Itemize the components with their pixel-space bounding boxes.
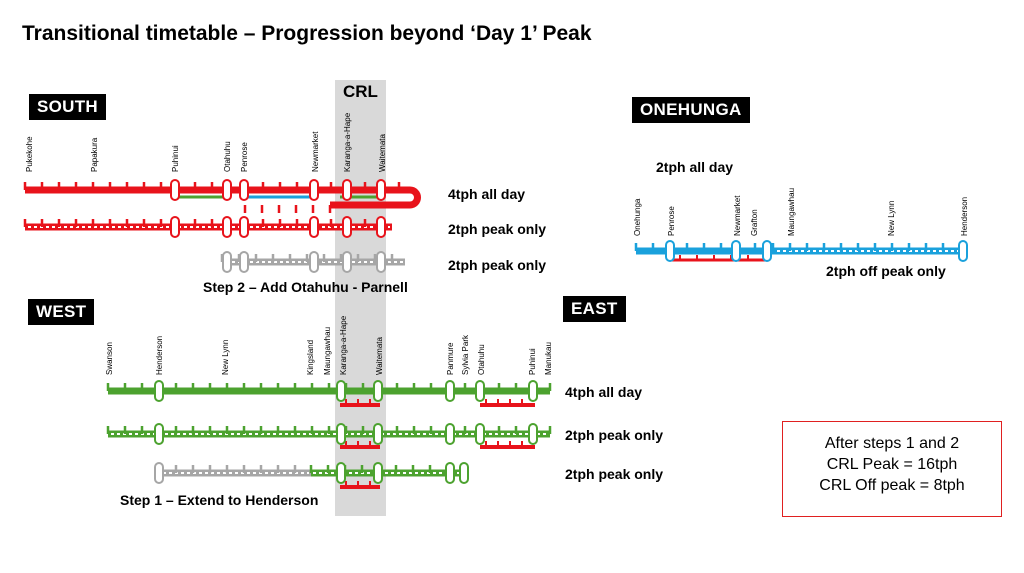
south-station-marker xyxy=(342,179,352,201)
west-station-marker xyxy=(336,380,346,402)
east-tag: EAST xyxy=(563,296,626,322)
west-station-marker xyxy=(528,380,538,402)
south-station-marker xyxy=(342,216,352,238)
south-station-marker xyxy=(309,179,319,201)
south-station-marker xyxy=(170,216,180,238)
west-4tph-label: 4tph all day xyxy=(565,384,643,400)
west-2tph-label: 2tph peak only xyxy=(565,427,664,443)
south-station-marker xyxy=(222,216,232,238)
onehunga-station-label: New Lynn xyxy=(887,200,896,236)
onehunga-station-marker xyxy=(665,240,675,262)
onehunga-station-marker xyxy=(958,240,968,262)
onehunga-all-day-label: 2tph all day xyxy=(656,159,734,175)
south-station-marker xyxy=(170,179,180,201)
south-tag: SOUTH xyxy=(29,94,106,120)
onehunga-station-label: Grafton xyxy=(750,209,759,236)
west-station-marker xyxy=(445,380,455,402)
south-station-label: Puhinui xyxy=(171,145,180,172)
onehunga-tag: ONEHUNGA xyxy=(632,97,750,123)
south-station-marker xyxy=(376,179,386,201)
south-station-marker xyxy=(222,251,232,273)
west-station-label: Kingsland xyxy=(306,339,315,375)
south-station-label: Otahuhu xyxy=(223,141,232,172)
south-station-label: Newmarket xyxy=(311,131,320,172)
step2-label: Step 2 – Add Otahuhu - Parnell xyxy=(203,279,408,295)
east-station-label: Panmure xyxy=(446,342,455,375)
onehunga-station-marker xyxy=(762,240,772,262)
south-station-marker xyxy=(239,179,249,201)
west-station-marker xyxy=(336,462,346,484)
south-station-label: Waitemata xyxy=(378,134,387,172)
west-station-marker xyxy=(373,423,383,445)
summary-line: After steps 1 and 2 xyxy=(824,435,960,452)
east-station-label: Sylvia Park xyxy=(461,334,470,375)
west-station-marker xyxy=(445,462,455,484)
onehunga-station-label: Onehunga xyxy=(633,198,642,236)
south-step2-2tph-label: 2tph peak only xyxy=(448,257,547,273)
west-station-marker xyxy=(336,423,346,445)
west-station-marker xyxy=(373,380,383,402)
summary-box: After steps 1 and 2 CRL Peak = 16tph CRL… xyxy=(782,421,1002,517)
onehunga-off-peak-label: 2tph off peak only xyxy=(826,263,946,279)
west-station-marker xyxy=(475,380,485,402)
south-loop-line xyxy=(330,186,421,209)
south-station-marker xyxy=(376,251,386,273)
west-station-label: Waitemata xyxy=(375,337,384,375)
west-station-marker xyxy=(528,423,538,445)
onehunga-station-label: Henderson xyxy=(960,196,969,236)
west-station-marker xyxy=(373,462,383,484)
south-station-marker xyxy=(239,251,249,273)
west-station-label: Henderson xyxy=(155,335,164,375)
west-step1-2tph-label: 2tph peak only xyxy=(565,466,664,482)
south-station-label: Penrose xyxy=(240,142,249,172)
south-station-marker xyxy=(222,179,232,201)
east-station-label: Puhinui xyxy=(528,348,537,375)
onehunga-station-label: Maungawhau xyxy=(787,187,796,236)
west-station-marker xyxy=(154,462,164,484)
west-station-marker xyxy=(445,423,455,445)
west-station-marker xyxy=(154,423,164,445)
south-2tph-label: 2tph peak only xyxy=(448,221,547,237)
west-station-label: New Lynn xyxy=(221,339,230,375)
crl-label: CRL xyxy=(343,82,378,101)
west-station-marker xyxy=(154,380,164,402)
west-station-label: Swanson xyxy=(105,342,114,375)
east-station-label: Otahuhu xyxy=(477,344,486,375)
west-station-label: Maungawhau xyxy=(323,326,332,375)
west-tag: WEST xyxy=(28,299,95,325)
onehunga-station-label: Newmarket xyxy=(733,195,742,236)
west-station-marker xyxy=(475,423,485,445)
step1-label: Step 1 – Extend to Henderson xyxy=(120,492,319,508)
south-station-label: Karanga-a-Hape xyxy=(343,112,352,172)
south-station-marker xyxy=(376,216,386,238)
south-station-label: Pukekohe xyxy=(25,136,34,172)
west-station-marker xyxy=(459,462,469,484)
east-station-label: Manukau xyxy=(544,342,553,375)
south-4tph-label: 4tph all day xyxy=(448,186,526,202)
page-title: Transitional timetable – Progression bey… xyxy=(22,22,592,45)
south-station-label: Papakura xyxy=(90,137,99,172)
south-station-marker xyxy=(342,251,352,273)
onehunga-station-marker xyxy=(731,240,741,262)
onehunga-station-label: Penrose xyxy=(667,206,676,236)
west-station-label: Karanga-a-Hape xyxy=(339,315,348,375)
summary-line: CRL Off peak = 8tph xyxy=(819,477,965,494)
summary-line: CRL Peak = 16tph xyxy=(826,456,958,473)
south-station-marker xyxy=(309,251,319,273)
south-station-marker xyxy=(239,216,249,238)
south-station-marker xyxy=(309,216,319,238)
